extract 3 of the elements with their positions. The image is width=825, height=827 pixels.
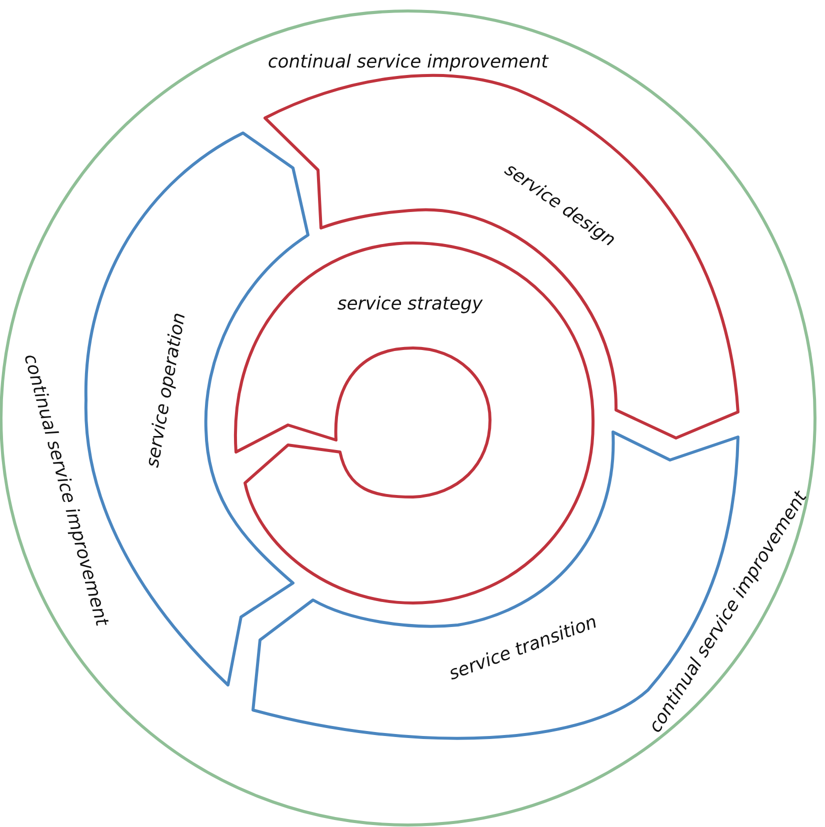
stage-label: continual service improvement [268,52,548,72]
stage-label: service operation [142,311,190,469]
stage-label: service strategy [337,294,483,314]
